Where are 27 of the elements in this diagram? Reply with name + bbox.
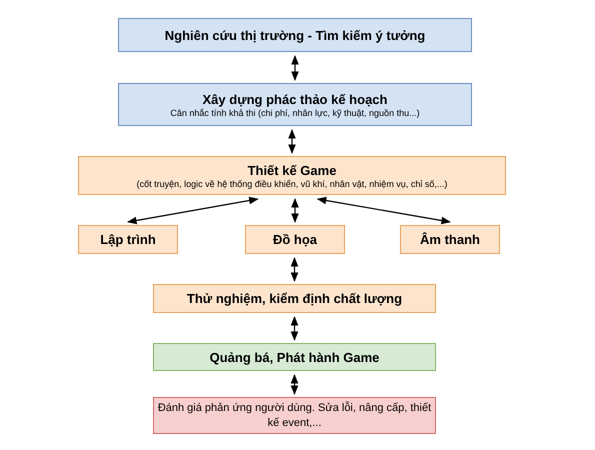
box-title: Đồ họa xyxy=(272,232,318,247)
double-arrow xyxy=(290,374,298,395)
box-title: Đánh giá phản ứng người dùng. Sửa lỗi, nâng cấp, thiết kế event,... xyxy=(156,401,432,430)
double-arrow xyxy=(316,196,451,224)
double-arrow xyxy=(290,316,298,341)
process-box xyxy=(118,83,472,126)
box-title: Quảng bá, Phát hành Game xyxy=(210,350,380,364)
process-box xyxy=(400,225,500,254)
process-box xyxy=(153,343,436,371)
double-arrow xyxy=(290,257,298,282)
box-subtitle: (cốt truyện, logic về hệ thống điều khiển, vũ khí, nhân vật, nhiệm vụ, chỉ số,...) xyxy=(136,178,448,188)
process-box xyxy=(153,284,436,313)
process-box xyxy=(245,225,345,254)
box-title: Xây dựng phác thảo kế hoạch xyxy=(202,92,388,106)
box-title: Lập trình xyxy=(100,232,156,247)
box-title: Nghiên cứu thị trường - Tìm kiếm ý tưởng xyxy=(164,28,426,42)
double-arrow xyxy=(291,55,299,81)
process-box xyxy=(78,156,506,195)
process-box xyxy=(118,18,472,52)
double-arrow xyxy=(127,196,259,224)
box-title: Thiết kế Game xyxy=(248,162,336,178)
double-arrow xyxy=(291,198,299,223)
double-arrow xyxy=(288,129,296,154)
box-subtitle: Cân nhắc tính khả thi (chi phí, nhân lực, kỹ thuật, nguồn thu...) xyxy=(170,108,420,118)
box-title: Âm thanh xyxy=(420,232,480,247)
box-title: Thử nghiệm, kiểm định chất lượng xyxy=(186,291,402,306)
process-box xyxy=(78,225,178,254)
